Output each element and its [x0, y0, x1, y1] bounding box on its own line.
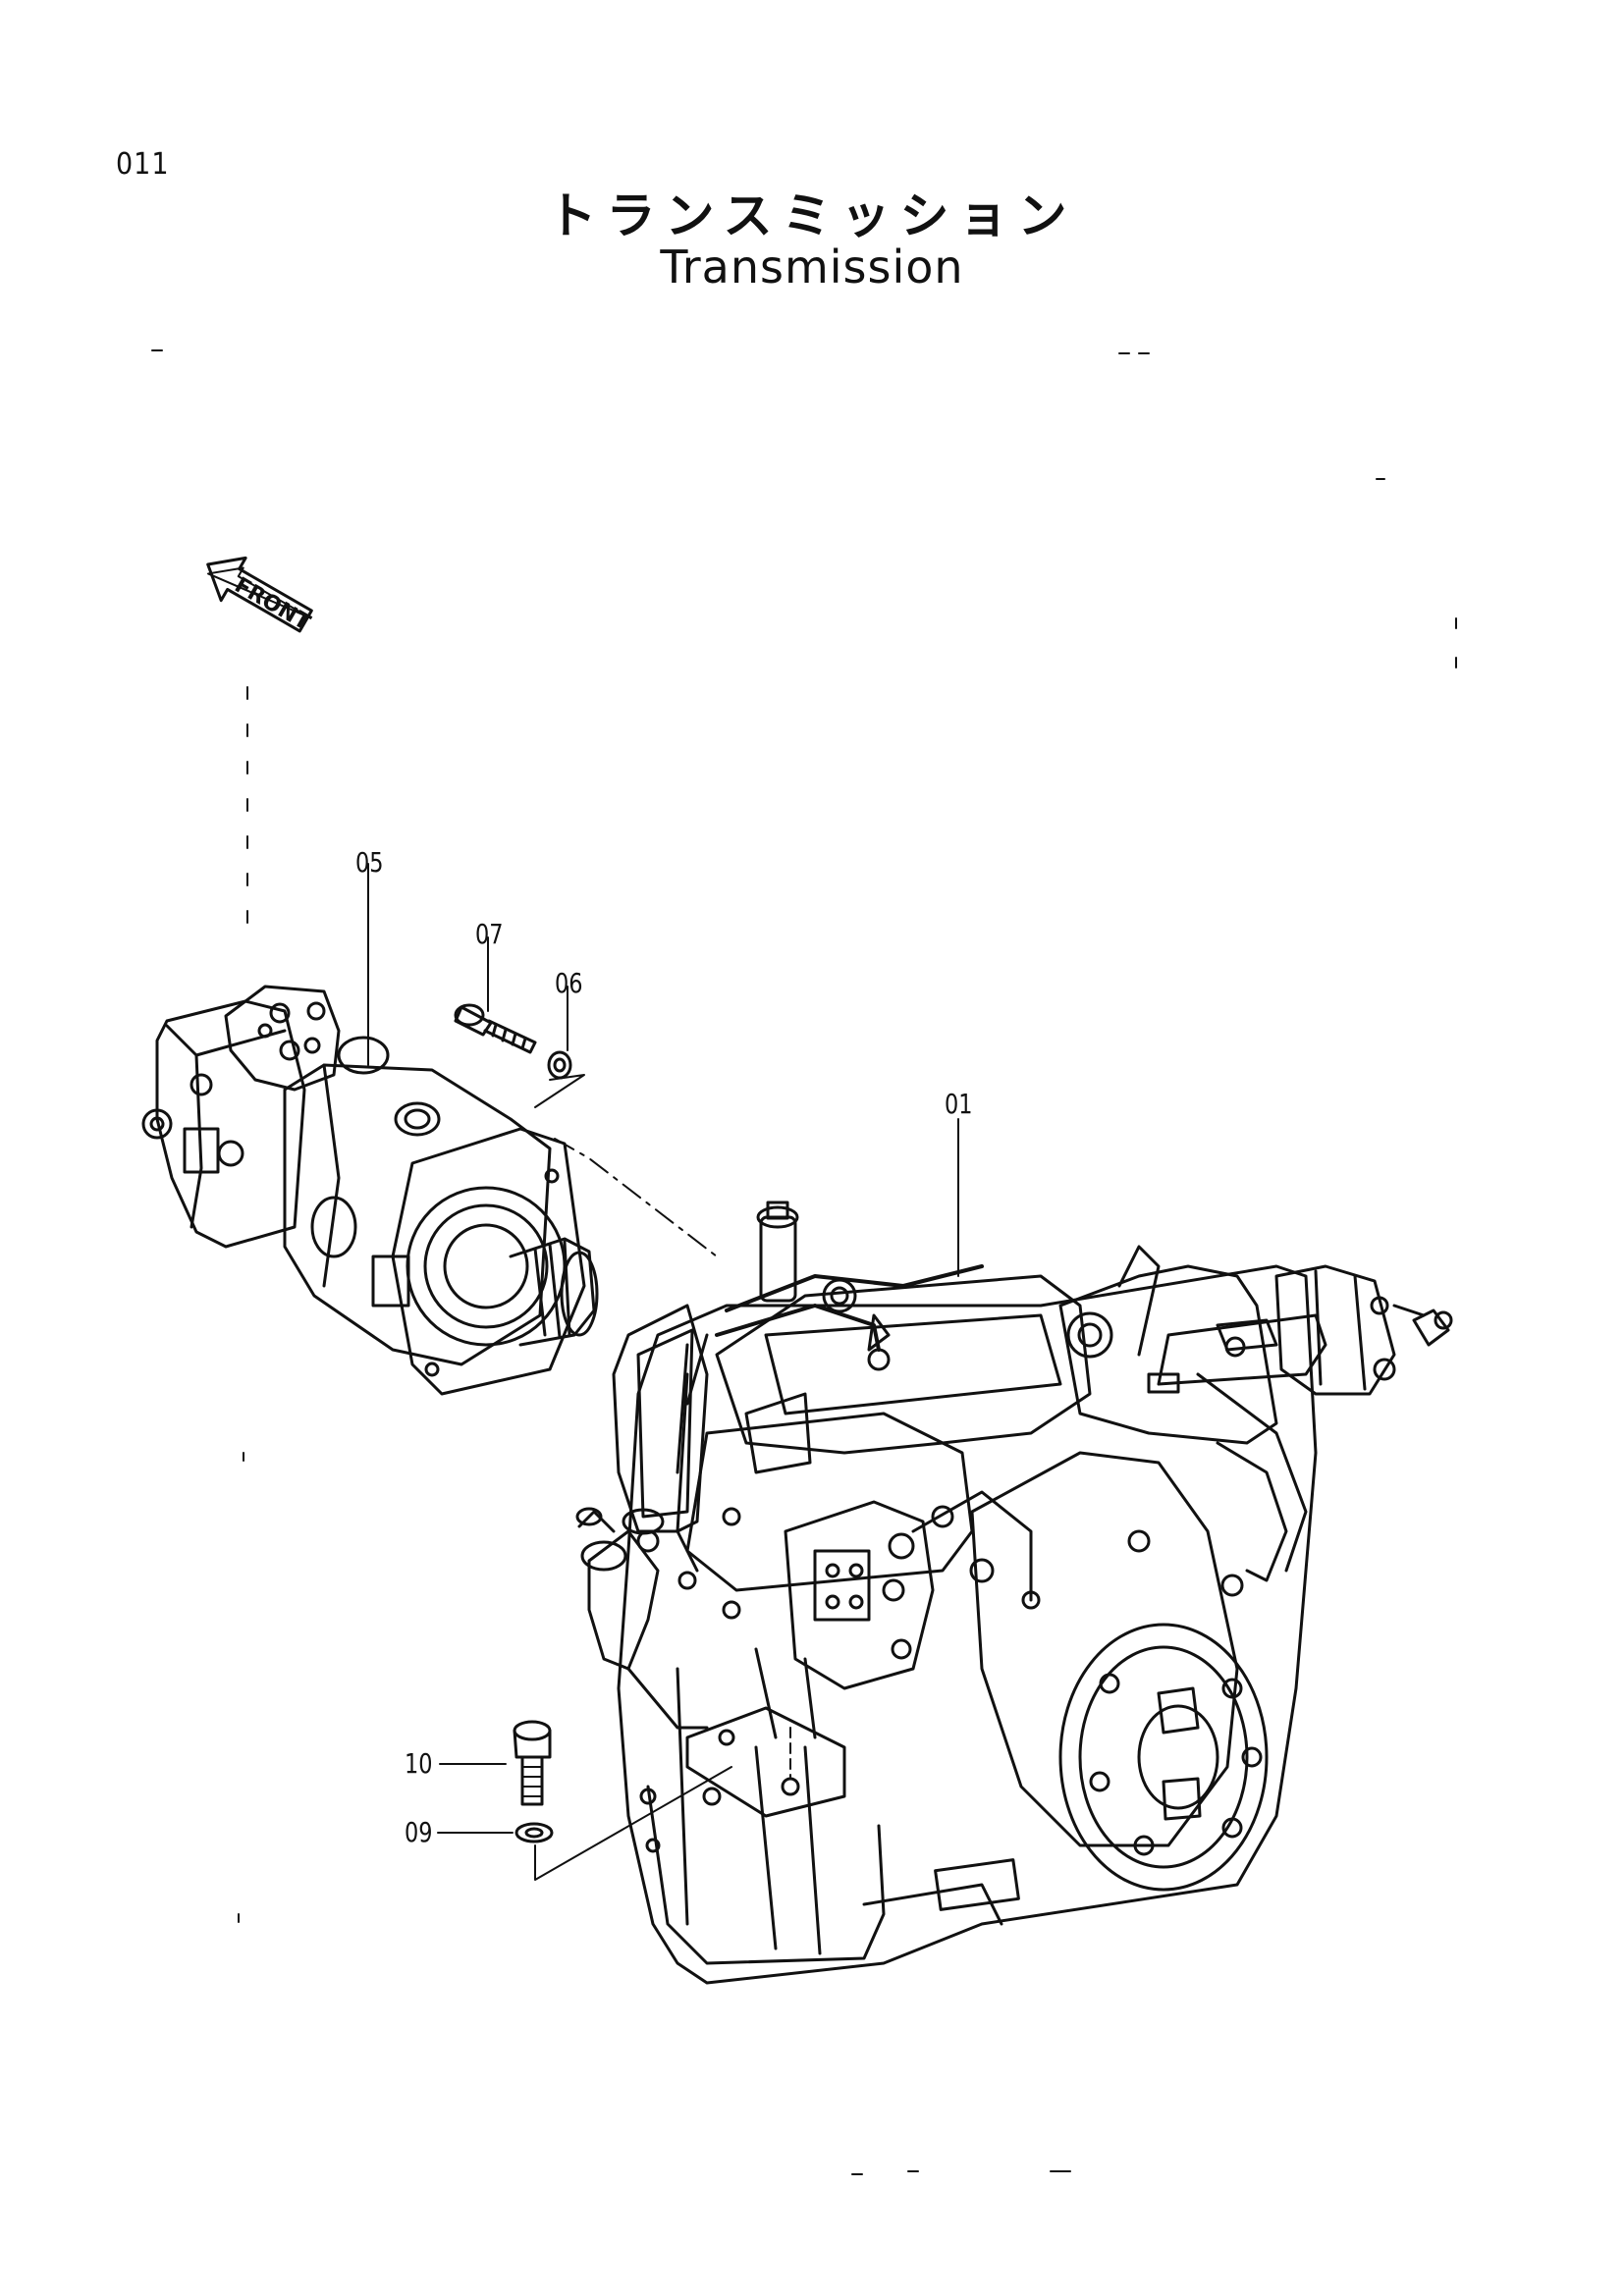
callout-01: 01 [945, 1088, 973, 1120]
callout-07: 07 [475, 918, 504, 950]
page-number: 011 [116, 147, 170, 182]
callout-09: 09 [405, 1816, 433, 1848]
washer-part-06 [547, 1050, 572, 1080]
page-title: Transmission [660, 240, 964, 294]
bolt-part-07 [454, 1003, 537, 1054]
transmission-assembly-part-01 [575, 1201, 1453, 1985]
washer-part-09 [514, 1822, 554, 1843]
callout-06: 06 [555, 967, 583, 999]
hydraulic-pump-part-05 [141, 985, 599, 1396]
callout-10: 10 [405, 1747, 433, 1780]
front-arrow-icon: FRONT [206, 556, 314, 636]
page-title-japanese: トランスミッション [547, 187, 1077, 244]
bolt-part-10 [513, 1720, 552, 1806]
callout-05: 05 [355, 846, 384, 879]
